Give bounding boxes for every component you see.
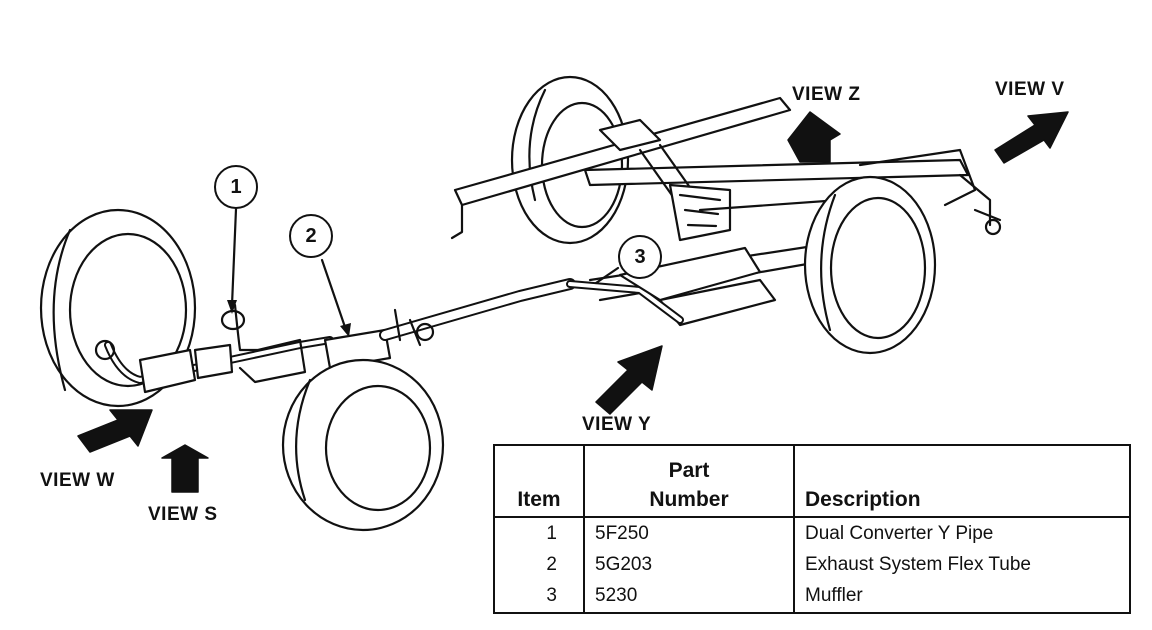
- exhaust-pipes: [94, 278, 684, 394]
- row-part-number: 5F250: [583, 517, 794, 550]
- row-description: Muffler: [793, 580, 1130, 613]
- view-y-arrow: [595, 345, 663, 415]
- view-arrows: [77, 111, 1069, 493]
- muffler: [618, 246, 762, 302]
- row-item: 2: [546, 553, 557, 575]
- vehicle-frame: [450, 96, 1002, 327]
- table-row: 1 5F250 Dual Converter Y Pipe: [494, 517, 1130, 550]
- front-right-wheel: [281, 358, 445, 532]
- header-description: Description: [793, 445, 1130, 518]
- callout-1: 1: [214, 165, 258, 209]
- parts-table: Item Part Number Description 1 5F250 Dua…: [493, 444, 1131, 614]
- view-y-label: VIEW Y: [582, 414, 652, 435]
- rear-right-wheel: [803, 175, 937, 355]
- row-part-number: 5230: [583, 580, 794, 613]
- callout-2: 2: [289, 214, 333, 258]
- header-item: Item: [494, 445, 584, 518]
- view-z-arrow: [787, 111, 841, 163]
- header-part-line1: Part: [668, 459, 710, 482]
- row-description: Exhaust System Flex Tube: [793, 549, 1130, 581]
- view-z-label: VIEW Z: [792, 84, 861, 105]
- view-s-arrow: [161, 444, 209, 493]
- row-item: 3: [546, 585, 557, 607]
- view-v-label: VIEW V: [995, 79, 1065, 100]
- table-header-row: Item Part Number Description: [494, 445, 1130, 518]
- header-part-line2: Number: [649, 488, 729, 511]
- table-row: 2 5G203 Exhaust System Flex Tube: [494, 549, 1130, 581]
- row-part-number: 5G203: [583, 549, 794, 581]
- callout-leaders: [230, 207, 620, 332]
- header-part-number: Part Number: [583, 445, 794, 518]
- table-row: 3 5230 Muffler: [494, 580, 1130, 613]
- view-w-label: VIEW W: [40, 470, 115, 491]
- row-item: 1: [546, 522, 557, 544]
- view-w-arrow: [77, 409, 153, 453]
- view-v-arrow: [994, 111, 1069, 164]
- view-s-label: VIEW S: [148, 504, 218, 525]
- callout-3: 3: [618, 235, 662, 279]
- row-description: Dual Converter Y Pipe: [793, 517, 1130, 550]
